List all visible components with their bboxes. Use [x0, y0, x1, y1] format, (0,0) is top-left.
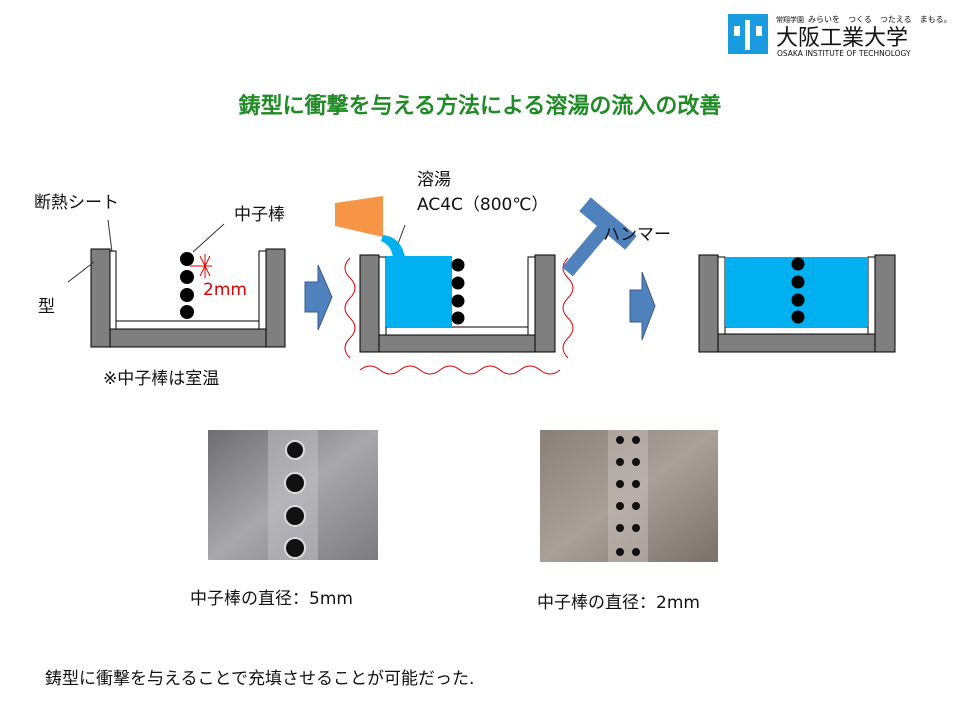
label-melt-alloy: AC4C（800℃）	[417, 195, 549, 215]
label-hammer: ハンマー	[603, 225, 671, 245]
gap-marker	[190, 254, 212, 278]
conclusion-text: 鋳型に衝撃を与えることで充填させることが可能だった.	[45, 669, 475, 689]
university-logo: 常翔学園 みらいを つくる つたえる まもる。 大阪工業大学 OSAKA INS…	[728, 14, 952, 58]
label-gap: 2mm	[203, 280, 247, 300]
caption-photo-2mm: 中子棒の直径：2mm	[537, 593, 700, 613]
label-mold: 型	[38, 297, 55, 317]
label-note: ※中子棒は室温	[103, 369, 220, 389]
melt-stream	[381, 235, 405, 257]
crucible	[335, 196, 383, 237]
logo-tagline-right: みらいを つくる つたえる まもる。	[808, 15, 952, 24]
logo-name-jp: 大阪工業大学	[776, 26, 908, 51]
mold-1	[90, 248, 286, 348]
arrow-right-icon	[304, 264, 333, 331]
arrow-right-icon	[629, 271, 656, 341]
label-core-rod: 中子棒	[234, 205, 285, 225]
caption-photo-5mm: 中子棒の直径：5mm	[190, 589, 353, 609]
process-diagram	[67, 196, 896, 375]
vibration-lines	[344, 257, 574, 375]
logo-name-en: OSAKA INSTITUTE OF TECHNOLOGY	[777, 49, 911, 58]
melt-2	[386, 256, 452, 327]
core-rods-1	[180, 252, 194, 319]
hammer-icon	[562, 197, 637, 277]
label-insulation-sheet: 断熱シート	[34, 193, 119, 213]
slide-title: 鋳型に衝撃を与える方法による溶湯の流入の改善	[238, 94, 722, 119]
photo-2mm	[540, 430, 718, 562]
mold-2	[359, 254, 556, 353]
logo-tagline-left: 常翔学園	[776, 15, 804, 24]
label-melt: 溶湯	[417, 170, 451, 190]
photo-5mm	[208, 430, 378, 560]
